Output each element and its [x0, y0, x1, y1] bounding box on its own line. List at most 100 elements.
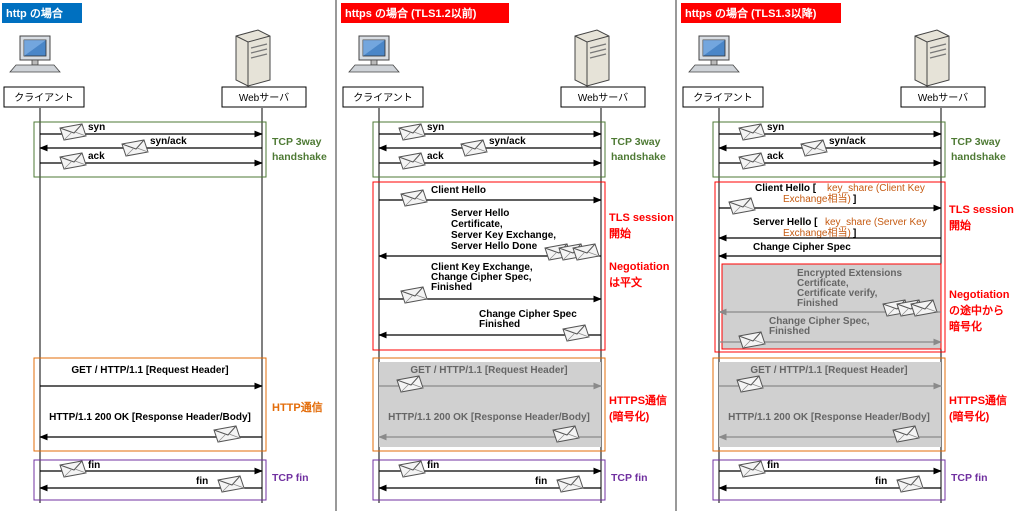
client-label: クライアント: [14, 92, 74, 104]
tls-session-box: [372, 181, 606, 351]
envelope-icon: [728, 197, 756, 215]
envelope-icon: [400, 286, 428, 304]
envelope-icon: [400, 189, 428, 207]
ack-label: ack: [427, 151, 444, 162]
envelope-icon: [738, 152, 766, 170]
tcp-handshake-box: [33, 121, 267, 178]
syn-ack-label: syn/ack: [489, 136, 526, 147]
response-label: HTTP/1.1 200 OK [Response Header/Body]: [388, 412, 590, 423]
request-label: GET / HTTP/1.1 [Request Header]: [410, 365, 567, 376]
server-label: Webサーバ: [239, 92, 289, 104]
envelope-icon: [121, 139, 149, 157]
client-label-box: [342, 86, 424, 108]
fin-label: fin: [427, 460, 439, 471]
fin-label: fin: [196, 476, 208, 487]
client-computer-icon: [9, 35, 61, 73]
request-label: GET / HTTP/1.1 [Request Header]: [71, 365, 228, 376]
negotiation-label: の途中から: [949, 303, 1004, 317]
syn-ack-label: syn/ack: [150, 136, 187, 147]
server-hello-label: Server Key Exchange,: [451, 230, 556, 241]
https-label: HTTPS通信: [609, 393, 667, 407]
server-label-box: [221, 86, 307, 108]
fin-label: fin: [875, 476, 887, 487]
tcp-handshake-label: handshake: [272, 151, 327, 163]
encrypted-extensions-label: Certificate,: [797, 278, 849, 289]
syn-label: syn: [88, 122, 105, 133]
http-label: HTTP通信: [272, 400, 323, 414]
client-key-share-label: key_share (Client Key: [827, 183, 925, 194]
tcp-fin-box: [33, 459, 267, 501]
client-key-exchange-label: Client Key Exchange,: [431, 262, 533, 273]
request-label: GET / HTTP/1.1 [Request Header]: [750, 365, 907, 376]
tcp-handshake-box: [372, 121, 606, 178]
server-label-box: [560, 86, 646, 108]
syn-label: syn: [767, 122, 784, 133]
change-cipher-label: Change Cipher Spec: [753, 242, 851, 253]
client-computer-icon: [348, 35, 400, 73]
tls-session-label: 開始: [949, 218, 971, 232]
server-hello-label: Server Hello Done: [451, 241, 538, 252]
negotiation-label: は平文: [609, 275, 643, 289]
panel-title: http の場合: [6, 6, 64, 20]
tcp-handshake-label: TCP 3way: [272, 136, 322, 148]
client-label: クライアント: [693, 92, 753, 104]
fin-label: fin: [767, 460, 779, 471]
syn-label: syn: [427, 122, 444, 133]
tcp-handshake-box: [712, 121, 946, 178]
envelope-icon: [738, 460, 766, 478]
envelope-icon: [213, 425, 241, 443]
client-change-cipher-label: Change Cipher Spec,: [769, 316, 870, 327]
tcp-fin-label: TCP fin: [611, 472, 648, 484]
client-key-exchange-label: Finished: [431, 282, 472, 293]
server-hello-label: Server Hello [: [753, 217, 818, 228]
web-server-icon: [574, 29, 610, 87]
tcp-fin-box: [372, 459, 606, 501]
client-hello-label: Client Hello [: [755, 183, 817, 194]
tcp-handshake-label: TCP 3way: [951, 136, 1001, 148]
fin-label: fin: [535, 476, 547, 487]
https-label: (暗号化): [949, 409, 990, 423]
panel-title: https の場合 (TLS1.2以前): [345, 6, 477, 20]
client-label-box: [682, 86, 764, 108]
envelope-icon: [738, 123, 766, 141]
tls-session-label: TLS session: [949, 204, 1014, 216]
fin-label: fin: [88, 460, 100, 471]
panel-title-bg: [681, 3, 841, 23]
envelope-icon: [460, 139, 488, 157]
server-key-share-label: key_share (Server Key: [825, 217, 927, 228]
negotiation-label: Negotiation: [609, 261, 670, 273]
envelope-icon: [398, 123, 426, 141]
client-label-box: [3, 86, 85, 108]
tcp-handshake-label: handshake: [951, 151, 1006, 163]
client-key-exchange-label: Change Cipher Spec,: [431, 272, 532, 283]
encrypted-extensions-label: Finished: [797, 298, 838, 309]
ack-label: ack: [767, 151, 784, 162]
envelope-icon: [59, 460, 87, 478]
bracket-label: ]: [853, 228, 856, 239]
server-hello-label: Server Hello: [451, 208, 509, 219]
tcp-fin-box: [712, 459, 946, 501]
https-data-box: [712, 357, 946, 452]
panel-title-bg: [2, 3, 82, 23]
server-label-box: [900, 86, 986, 108]
negotiation-label: 暗号化: [949, 319, 982, 333]
client-hello-label: Client Hello: [431, 185, 486, 196]
syn-ack-label: syn/ack: [829, 136, 866, 147]
tls-session-box: [714, 181, 946, 353]
panel-title: https の場合 (TLS1.3以降): [685, 6, 817, 20]
client-change-cipher-label: Finished: [769, 326, 810, 337]
envelope-icon: [217, 475, 245, 493]
panel-title-bg: [341, 3, 509, 23]
tcp-handshake-label: handshake: [611, 151, 666, 163]
https-data-box: [372, 357, 606, 452]
negotiation-label: Negotiation: [949, 289, 1010, 301]
envelope-icon: [398, 460, 426, 478]
envelope-icon: [59, 123, 87, 141]
response-label: HTTP/1.1 200 OK [Response Header/Body]: [728, 412, 930, 423]
https-label: (暗号化): [609, 409, 650, 423]
https-label: HTTPS通信: [949, 393, 1007, 407]
